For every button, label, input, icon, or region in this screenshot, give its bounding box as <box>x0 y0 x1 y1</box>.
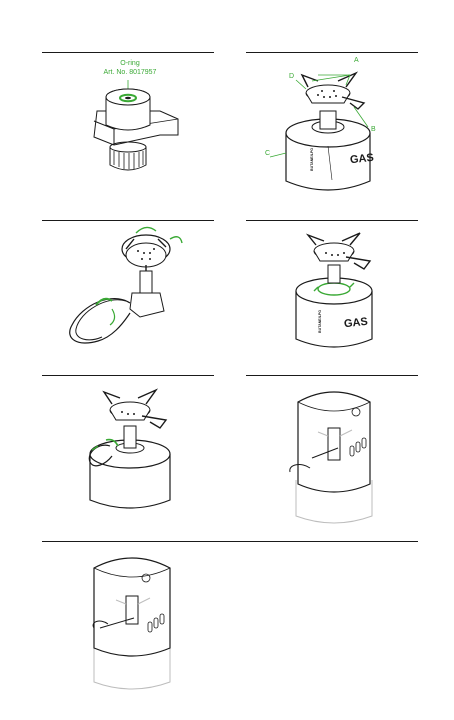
figure-pot-supports <box>42 376 214 540</box>
figure-fold-stove <box>42 221 214 374</box>
fold-stove-illustration <box>42 221 214 374</box>
label-b: B <box>371 126 376 133</box>
cartridge-gas-text-2: GAS <box>343 316 368 330</box>
pot-supports-illustration <box>42 376 214 540</box>
cartridge-brand-text-2: BUTANE/LPG <box>318 310 322 333</box>
windshield-illustration <box>246 376 418 540</box>
cartridge-gas-text: GAS <box>349 152 374 166</box>
figure-attach-cartridge: GAS BUTANE/LPG <box>246 221 418 374</box>
stove-parts-illustration <box>246 53 418 219</box>
label-c: C <box>265 150 270 157</box>
figure-windshield-2 <box>42 542 214 712</box>
figure-stove-parts: A B C D GAS BUTANE/LPG <box>246 53 418 219</box>
label-d: D <box>289 73 294 80</box>
adapter-illustration <box>42 53 214 219</box>
figure-oring-adapter: O-ring Art. No. 8017957 <box>42 53 214 219</box>
cartridge-brand-text: BUTANE/LPG <box>310 148 314 171</box>
windshield-2-illustration <box>42 542 214 712</box>
attach-cartridge-illustration <box>246 221 418 374</box>
label-a: A <box>354 57 359 64</box>
figure-windshield <box>246 376 418 540</box>
